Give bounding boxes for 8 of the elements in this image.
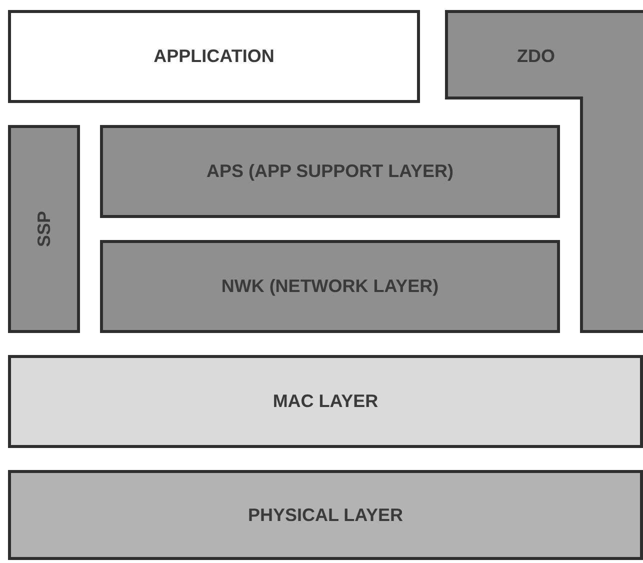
layer-box: NWK (NETWORK LAYER) xyxy=(100,240,560,333)
layer-box: APS (APP SUPPORT LAYER) xyxy=(100,125,560,218)
layer-box: APPLICATION xyxy=(8,10,420,103)
layer-box: PHYSICAL LAYER xyxy=(8,470,643,560)
layer-label: SSP xyxy=(34,210,54,248)
layer-box: MAC LAYER xyxy=(8,355,643,448)
layer-label: ZDO xyxy=(517,46,555,67)
layer-box xyxy=(8,125,80,333)
